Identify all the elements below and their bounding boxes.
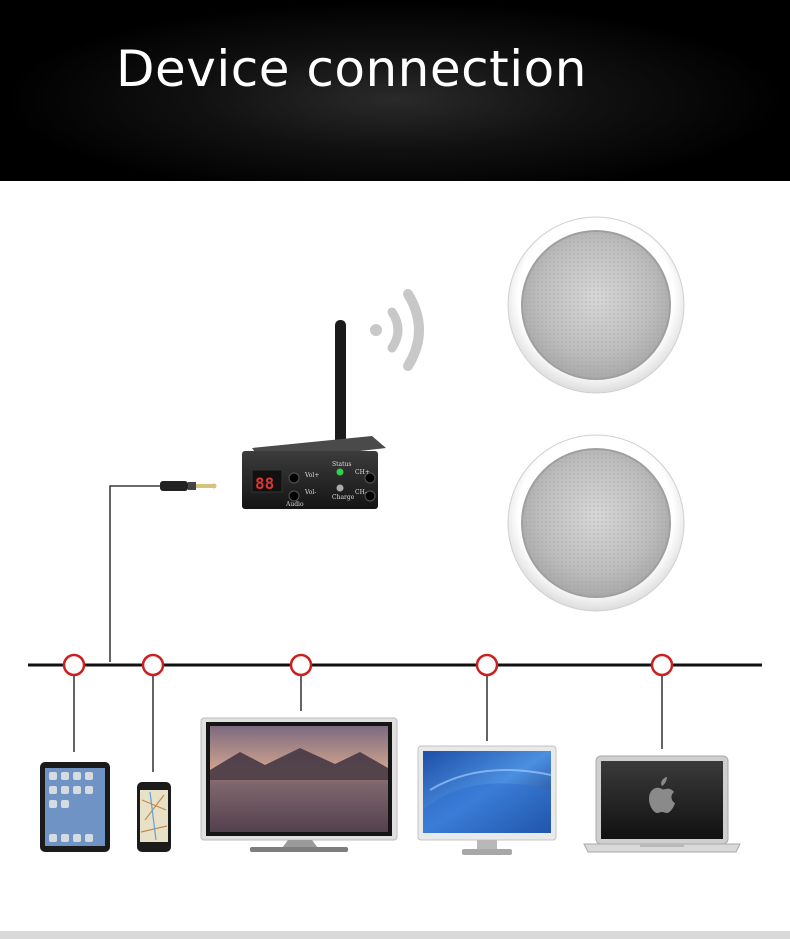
- tablet-device: [40, 762, 110, 852]
- charge-label: Charge: [332, 494, 355, 501]
- page-title: Device connection: [116, 40, 587, 98]
- vol-up-button[interactable]: [288, 472, 300, 484]
- audio-jack-icon: [109, 481, 217, 662]
- wireless-signal-icon: [370, 289, 424, 371]
- ch-up-button[interactable]: [364, 472, 376, 484]
- bluetooth-transmitter: 88 Vol+ Vol- Status Charge CH+ CH- Audio: [242, 320, 386, 509]
- node-tv: [289, 653, 313, 677]
- laptop-device: [583, 755, 741, 853]
- vol-down-button[interactable]: [288, 490, 300, 502]
- led-display: 88: [255, 474, 274, 493]
- node-desktop: [475, 653, 499, 677]
- connection-diagram: 88 Vol+ Vol- Status Charge CH+ CH- Audio: [28, 216, 762, 855]
- audio-label: Audio: [285, 501, 304, 508]
- status-led: [336, 468, 344, 476]
- ch-down-label: CH-: [355, 489, 367, 496]
- desktop-monitor-device: [417, 745, 557, 855]
- ceiling-speaker-top: [507, 216, 685, 394]
- antenna: [335, 320, 346, 450]
- node-tablet: [62, 653, 86, 677]
- charge-led: [336, 484, 344, 492]
- status-label: Status: [332, 461, 351, 468]
- smartphone-device: [137, 782, 171, 852]
- tv-device: [200, 717, 398, 852]
- device-drop-lines: [73, 676, 663, 772]
- node-laptop: [650, 653, 674, 677]
- node-phone: [141, 653, 165, 677]
- vol-up-label: Vol+: [304, 472, 319, 479]
- ceiling-speaker-bottom: [507, 434, 685, 612]
- bottom-divider: [0, 931, 790, 939]
- ch-up-label: CH+: [355, 469, 370, 476]
- apple-logo-icon: [649, 777, 675, 813]
- ch-down-button[interactable]: [364, 490, 376, 502]
- vol-down-label: Vol-: [304, 489, 316, 496]
- header-banner: Device connection: [0, 0, 790, 181]
